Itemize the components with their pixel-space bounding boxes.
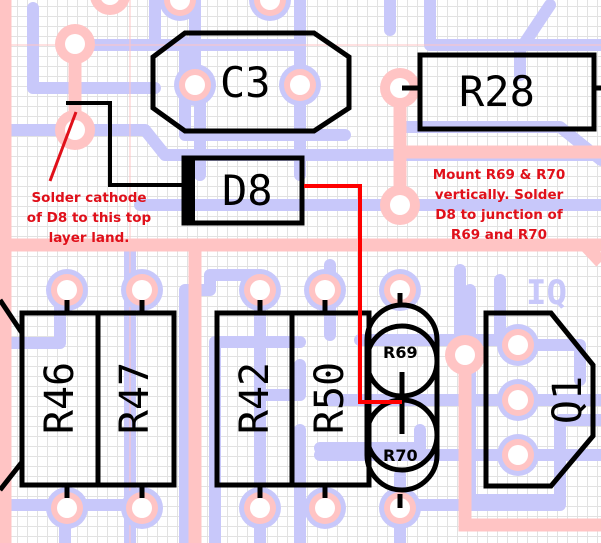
pad-drill-hole: [185, 75, 205, 95]
mounting-note-line: R69 and R70: [450, 227, 548, 243]
pad-drill-hole: [315, 498, 335, 518]
bottom-trace: [394, 414, 601, 511]
r69-r70-outline: [364, 302, 440, 493]
pad-drill-hole: [250, 280, 270, 300]
pad-drill-hole: [101, 0, 119, 5]
pad-drill-hole: [170, 0, 190, 10]
pad-drill-hole: [508, 335, 528, 355]
q1-bottom-label: IQ: [526, 273, 567, 313]
bottom-trace: [314, 424, 426, 454]
pad-drill-hole: [65, 34, 85, 54]
bottom-trace: [254, 359, 306, 401]
pad-drill-hole: [260, 0, 280, 10]
left-part-outline: [0, 298, 25, 335]
pad-drill-hole: [132, 498, 152, 518]
c3-label: C3: [220, 58, 271, 107]
d8-label: D8: [222, 166, 273, 215]
r50-label: R50: [307, 361, 353, 435]
pad-drill-hole: [390, 195, 410, 215]
r28-label: R28: [459, 67, 535, 116]
cathode-note-line: of D8 to this top: [26, 210, 152, 226]
mounting-note-line: Mount R69 & R70: [432, 167, 566, 183]
pad-drill-hole: [57, 280, 77, 300]
d8-cathode-band: [182, 156, 195, 225]
pad-drill-hole: [508, 390, 528, 410]
pad-drill-hole: [250, 498, 270, 518]
cathode-note-line: layer land.: [48, 230, 130, 246]
r69-label: R69: [383, 343, 418, 362]
bottom-trace: [424, 0, 601, 51]
q1-label: Q1: [545, 375, 591, 425]
pads: [46, 0, 539, 529]
mounting-note-line: vertically. Solder: [434, 187, 564, 203]
r70-label: R70: [383, 446, 418, 465]
mounting-note: Mount R69 & R70 vertically. Solder D8 to…: [424, 165, 574, 245]
pad-drill-hole: [390, 280, 410, 300]
r42-label: R42: [232, 361, 278, 435]
r47-label: R47: [112, 361, 158, 435]
bottom-trace: [514, 0, 556, 81]
r46-label: R46: [37, 361, 83, 435]
pad-drill-hole: [315, 280, 335, 300]
pad-drill-hole: [57, 498, 77, 518]
left-part-outline: [0, 460, 24, 492]
q1-outline: [483, 310, 596, 489]
mounting-note-line: D8 to junction of: [435, 207, 563, 223]
pad-drill-hole: [290, 75, 310, 95]
bottom-trace: [179, 269, 266, 543]
annotation-pointer: [48, 111, 78, 182]
pad-top-ring: [90, 0, 130, 15]
pad-drill-hole: [455, 345, 475, 365]
pad-drill-hole: [132, 280, 152, 300]
d8-cathode-lead: [66, 101, 184, 187]
top-trace: [460, 238, 601, 267]
silkscreen-layer: [0, 30, 601, 508]
pad-drill-hole: [390, 78, 410, 98]
c3-outline: [150, 30, 352, 134]
d8-anode-wire: [304, 184, 402, 404]
r28-body: [417, 52, 597, 132]
cathode-note-line: Solder cathode: [31, 190, 147, 206]
pad-drill-hole: [508, 445, 528, 465]
top-trace: [458, 355, 601, 532]
bottom-trace: [27, 2, 161, 94]
cathode-note: Solder cathode of D8 to this top layer l…: [14, 188, 164, 248]
